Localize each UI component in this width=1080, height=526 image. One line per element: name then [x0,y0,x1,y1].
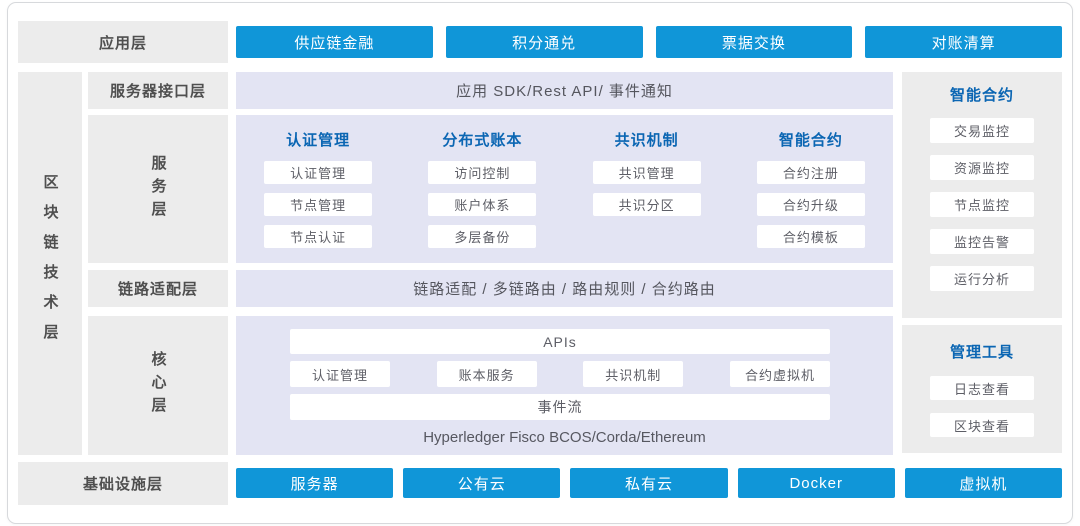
service-column-header: 智能合约 [778,132,843,149]
app-button-supply-chain-finance[interactable]: 供应链金融 [236,26,433,58]
infra-button-server[interactable]: 服务器 [236,468,394,498]
interface-layer-label: 服务器接口层 [88,72,228,109]
right-panel-item: 区块查看 [930,413,1034,437]
interface-layer-content: 应用 SDK/Rest API/ 事件通知 [236,72,893,109]
service-column-distributed-ledger: 分布式账本 访问控制 账户体系 多层备份 [400,130,564,263]
infra-button-vm[interactable]: 虚拟机 [904,468,1063,498]
core-platforms-text: Hyperledger Fisco BCOS/Corda/Ethereum [423,428,706,446]
right-panel-item: 资源监控 [930,155,1034,180]
blockchain-tech-layer-label: 区块链技术层 [18,72,82,455]
right-panel-header: 智能合约 [949,87,1014,104]
service-item: 共识分区 [592,193,701,216]
service-column-auth: 认证管理 认证管理 节点管理 节点认证 [236,130,400,263]
right-panel-management-tools: 管理工具 日志查看 区块查看 [902,325,1062,453]
service-item: 节点管理 [264,193,373,216]
core-layer-label: 核心层 [88,316,228,455]
app-button-reconciliation-clearing[interactable]: 对账清算 [865,26,1062,58]
service-layer-label: 服务层 [88,115,228,263]
infra-button-public-cloud[interactable]: 公有云 [403,468,561,498]
right-panel-item: 节点监控 [930,192,1034,217]
right-panel-smart-contract: 智能合约 交易监控 资源监控 节点监控 监控告警 运行分析 [902,72,1062,318]
service-column-header: 分布式账本 [442,132,523,149]
link-adapt-layer-content: 链路适配 / 多链路由 / 路由规则 / 合约路由 [236,270,893,307]
service-item: 合约升级 [756,193,865,216]
core-modules-row: 认证管理 账本服务 共识机制 合约虚拟机 [290,361,830,387]
right-panel-item: 运行分析 [930,266,1034,291]
core-layer-text: 核心层 [149,351,167,420]
core-module: 合约虚拟机 [729,361,830,387]
app-layer-label: 应用层 [18,21,228,63]
core-module: 账本服务 [436,361,537,387]
core-module: 认证管理 [290,361,390,387]
right-panel-header: 管理工具 [949,344,1014,361]
link-adapt-layer-label: 链路适配层 [88,270,228,307]
infra-button-docker[interactable]: Docker [737,468,895,498]
service-column-smart-contract: 智能合约 合约注册 合约升级 合约模板 [729,130,893,263]
app-button-bill-exchange[interactable]: 票据交换 [655,26,853,58]
service-item: 合约模板 [756,225,865,248]
service-item: 账户体系 [428,193,537,216]
infra-layer-buttons: 服务器 公有云 私有云 Docker 虚拟机 [236,468,1063,498]
service-item: 节点认证 [264,225,373,248]
service-item: 共识管理 [592,161,701,184]
service-item: 合约注册 [756,161,865,184]
infra-layer-label: 基础设施层 [18,462,228,505]
app-layer-buttons: 供应链金融 积分通兑 票据交换 对账清算 [236,26,1062,58]
right-panel-item: 日志查看 [930,376,1034,400]
service-column-consensus: 共识机制 共识管理 共识分区 [565,130,729,263]
core-event-stream-bar: 事件流 [290,394,830,420]
service-layer-text: 服务层 [149,154,167,224]
right-panel-item: 监控告警 [930,229,1034,254]
core-layer-panel: APIs 认证管理 账本服务 共识机制 合约虚拟机 事件流 Hyperledge… [236,316,893,455]
service-item: 访问控制 [428,161,537,184]
service-layer-panel: 认证管理 认证管理 节点管理 节点认证 分布式账本 访问控制 账户体系 多层备份… [236,115,893,263]
blockchain-tech-layer-text: 区块链技术层 [41,173,59,354]
service-column-header: 认证管理 [286,132,351,149]
service-column-header: 共识机制 [614,132,679,149]
infra-button-private-cloud[interactable]: 私有云 [570,468,728,498]
app-button-points-exchange[interactable]: 积分通兑 [445,26,643,58]
core-apis-bar: APIs [290,329,830,354]
core-module: 共识机制 [583,361,684,387]
right-panel-item: 交易监控 [930,118,1034,143]
service-item: 多层备份 [428,225,537,248]
service-item: 认证管理 [264,161,373,184]
